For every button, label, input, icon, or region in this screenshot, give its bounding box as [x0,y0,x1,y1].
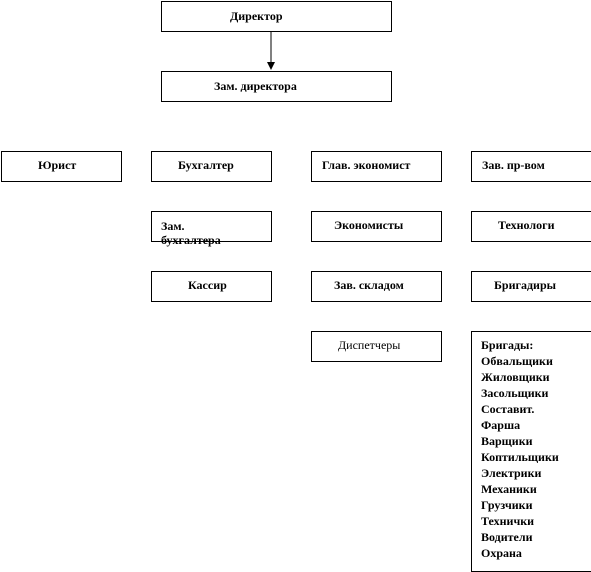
brigade-item: Варщики [481,434,533,448]
production-head-box: Зав. пр-вом [471,151,591,182]
deputy-director-label: Зам. директора [214,79,297,93]
cashier-box: Кассир [151,271,272,302]
brigade-item: Охрана [481,546,522,560]
brigade-item: Технички [481,514,535,528]
deputy-director-box: Зам. директора [161,71,392,102]
deputy-accountant-label: Зам. бухгалтера [161,219,221,247]
chief-economist-box: Глав. экономист [311,151,442,182]
warehouse-head-label: Зав. складом [334,278,404,292]
brigade-item: Грузчики [481,498,533,512]
lawyer-label: Юрист [38,158,77,172]
brigade-item: Механики [481,482,537,496]
brigade-item: Составит. [481,402,535,416]
brigade-item: Засольщики [481,386,549,400]
economists-box: Экономисты [311,211,442,242]
brigade-item: Электрики [481,466,542,480]
brigades-box: Бригады: Обвальщики Жиловщики Засольщики… [471,331,591,572]
director-label: Директор [230,9,283,23]
accountant-box: Бухгалтер [151,151,272,182]
technologists-box: Технологи [471,211,591,242]
warehouse-head-box: Зав. складом [311,271,442,302]
foremen-label: Бригадиры [494,278,556,292]
cashier-label: Кассир [188,278,227,292]
dispatchers-label: Диспетчеры [338,338,401,352]
lawyer-box: Юрист [1,151,122,182]
accountant-label: Бухгалтер [178,158,234,172]
brigades-list: Обвальщики Жиловщики Засольщики Составит… [481,353,559,561]
deputy-accountant-box: Зам. бухгалтера [151,211,272,247]
brigade-item: Фарша [481,418,521,432]
brigade-item: Коптильщики [481,450,559,464]
brigades-title: Бригады: [481,338,534,352]
foremen-box: Бригадиры [471,271,591,302]
economists-label: Экономисты [334,218,404,232]
chief-economist-label: Глав. экономист [322,158,411,172]
director-box: Директор [161,1,392,32]
dispatchers-box: Диспетчеры [311,331,442,362]
brigade-item: Обвальщики [481,354,553,368]
brigade-item: Водители [481,530,533,544]
technologists-label: Технологи [498,218,555,232]
production-head-label: Зав. пр-вом [482,158,545,172]
brigade-item: Жиловщики [481,370,550,384]
